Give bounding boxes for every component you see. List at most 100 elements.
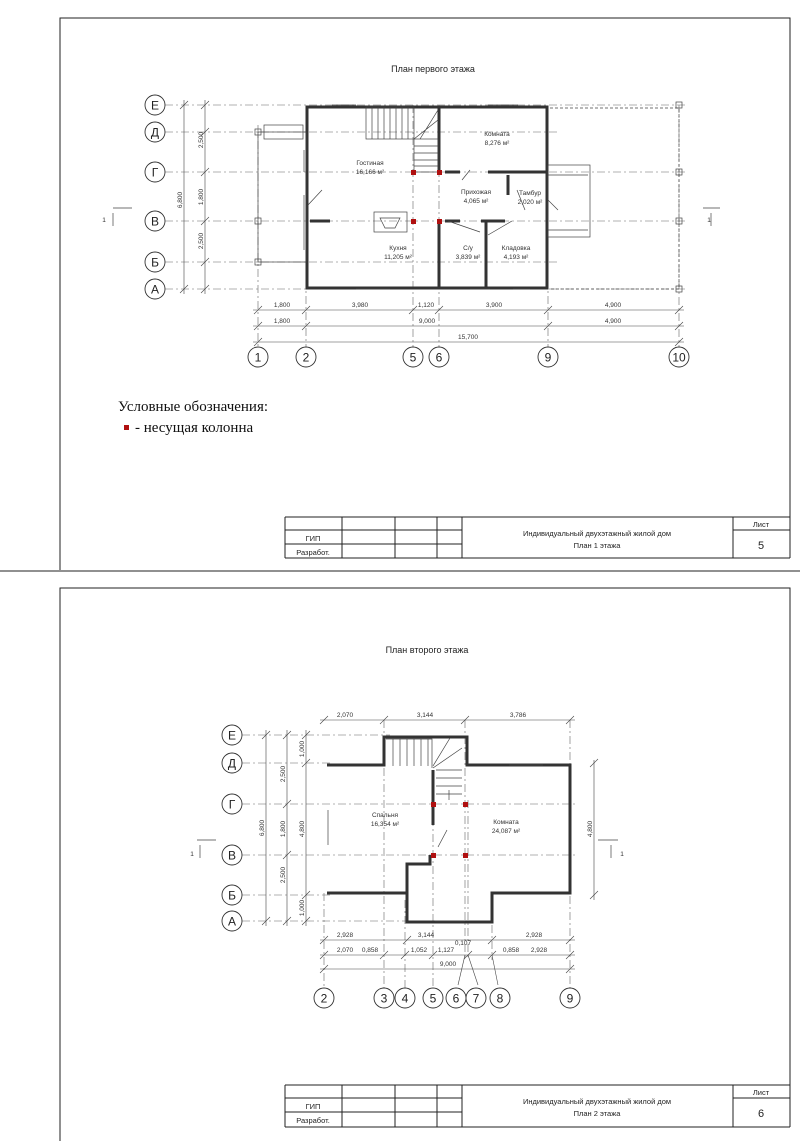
grid-column-marker: 5 (410, 351, 417, 365)
dimension-label: 4,800 (587, 820, 594, 837)
grid-row-marker-circle (144, 121, 166, 143)
grid-column-marker: 5 (430, 992, 437, 1006)
sheet-2-frame (59, 587, 791, 1141)
grid-column-marker-circle (428, 346, 450, 368)
grid-row-marker-circle (221, 724, 243, 746)
grid-column-marker-circle (465, 987, 487, 1009)
room-name: Кухня (389, 245, 407, 252)
column-marker (411, 219, 416, 224)
grid-row-marker-circle (144, 251, 166, 273)
room-area: 2,020 м² (518, 199, 544, 206)
dimension-label: 4,800 (299, 820, 306, 837)
grid-column-marker-circle (537, 346, 559, 368)
grid-row-marker: В (228, 849, 236, 863)
room-name: Тамбур (519, 189, 541, 197)
grid-column-marker: 6 (436, 351, 443, 365)
plan-1 (112, 100, 720, 347)
grid-column-marker: 4 (402, 992, 409, 1006)
dimension-label: 2,070 (337, 947, 354, 954)
title-block-sheet-label: Лист (753, 520, 770, 529)
dimension-label: 1,800 (280, 820, 287, 837)
grid-column-marker: 6 (453, 992, 460, 1006)
grid-row-marker-circle (221, 910, 243, 932)
dimension-label: 1,127 (438, 947, 455, 954)
grid-column-marker-circle (422, 987, 444, 1009)
grid-row-marker: Д (228, 757, 236, 771)
dimension-label: 2,500 (280, 866, 287, 883)
dimension-label: 0,858 (503, 947, 520, 954)
dimension-label: 1,800 (198, 188, 205, 205)
room-area: 16,166 м² (356, 169, 385, 176)
column-marker (437, 219, 442, 224)
room-name: Прихожая (461, 189, 492, 196)
dimension-label: 15,700 (458, 334, 478, 341)
room-area: 8,276 м² (485, 140, 511, 147)
grid-column-marker: 2 (303, 351, 310, 365)
grid-row-marker: Е (228, 729, 236, 743)
room-area: 11,205 м² (384, 254, 413, 261)
sheet-2-title: План второго этажа (386, 645, 469, 655)
grid-column-marker-circle (295, 346, 317, 368)
column-marker (463, 853, 468, 858)
grid-column-marker-circle (394, 987, 416, 1009)
section-mark-label: 1 (707, 217, 711, 224)
grid-column-marker-circle (373, 987, 395, 1009)
dimension-label: 0,107 (455, 940, 472, 947)
room-area: 24,087 м² (492, 828, 521, 835)
plan-2-stairs (386, 737, 463, 800)
dimension-label: 2,928 (531, 947, 548, 954)
grid-column-marker-circle (489, 987, 511, 1009)
dimension-label: 3,144 (418, 932, 435, 939)
sheet-1-title: План первого этажа (391, 64, 475, 74)
plan-1-right-porch (547, 164, 591, 238)
dimension-label: 4,900 (605, 318, 622, 325)
grid-row-marker-circle (144, 94, 166, 116)
room-area: 4,193 м² (504, 254, 530, 261)
title-block-developer-label: Разработ. (296, 548, 330, 557)
column-marker (437, 170, 442, 175)
grid-row-marker-circle (221, 752, 243, 774)
grid-column-marker: 8 (497, 992, 504, 1006)
room-name: Комната (484, 131, 510, 138)
plan-1-left-porch (254, 124, 307, 266)
grid-row-marker-circle (144, 161, 166, 183)
grid-column-marker: 3 (381, 992, 388, 1006)
dimension-label: 1,052 (411, 947, 428, 954)
dimension-label: 3,980 (352, 302, 369, 309)
plan-2-dimension-lines (261, 715, 599, 986)
grid-column-marker: 9 (545, 351, 552, 365)
title-block-gip-label: ГИП (306, 534, 321, 543)
dimension-label: 2,500 (198, 232, 205, 249)
grid-row-marker: Г (152, 166, 159, 180)
legend-column-icon (124, 425, 129, 430)
grid-row-marker-circle (144, 278, 166, 300)
title-block-developer-label: Разработ. (296, 1116, 330, 1125)
legend-title: Условные обозначения: (118, 399, 268, 415)
grid-row-marker: В (151, 215, 159, 229)
grid-row-marker: Б (228, 889, 236, 903)
grid-row-marker: Д (151, 126, 159, 140)
plan-1-axes (165, 104, 685, 347)
room-name: Кладовка (502, 245, 531, 252)
grid-column-marker-circle (402, 346, 424, 368)
grid-column-marker: 1 (255, 351, 262, 365)
plan-2-load-bearing-columns (431, 802, 468, 858)
column-marker (411, 170, 416, 175)
grid-row-marker: Г (229, 798, 236, 812)
section-mark-label: 1 (190, 851, 194, 858)
room-area: 16,354 м² (371, 821, 400, 828)
grid-column-marker: 2 (321, 992, 328, 1006)
grid-column-marker-circle (559, 987, 581, 1009)
grid-row-marker-circle (144, 210, 166, 232)
room-name: Спальня (372, 812, 399, 819)
dimension-label: 4,900 (605, 302, 622, 309)
dimension-label: 1,800 (274, 302, 291, 309)
grid-column-marker: 10 (672, 351, 686, 365)
dimension-label: 1,000 (299, 899, 306, 916)
title-block-sheet-2: ГИП Разработ. Индивидуальный двухэтажный… (284, 1084, 790, 1128)
column-marker (463, 802, 468, 807)
title-block-gip-label: ГИП (306, 1102, 321, 1111)
title-block-sheet-number: 5 (758, 540, 764, 552)
grid-column-marker-circle (313, 987, 335, 1009)
room-area: 3,839 м² (456, 254, 482, 261)
